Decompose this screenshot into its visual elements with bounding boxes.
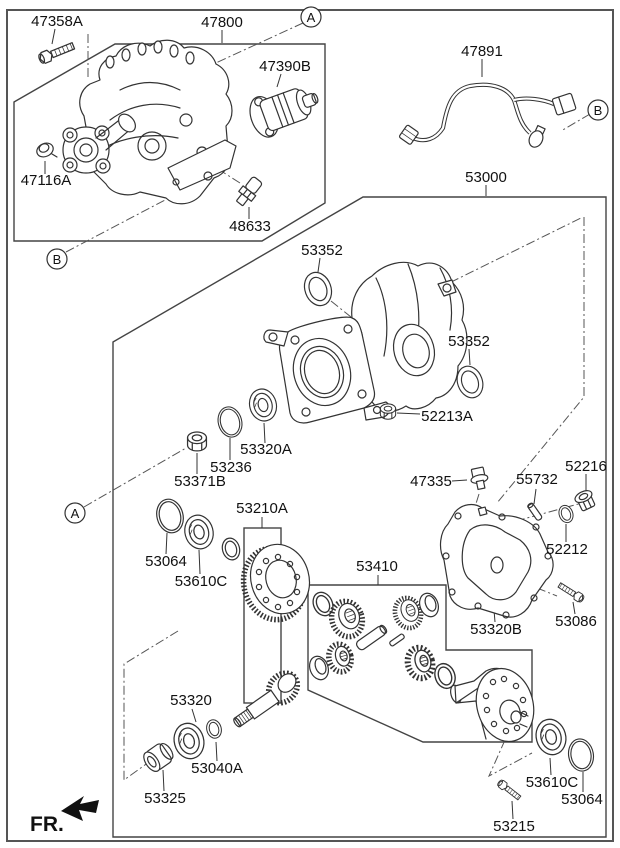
view-ref-b-left: B bbox=[53, 252, 62, 267]
bearing-53610C-left-drawing bbox=[180, 511, 218, 553]
part-label-53236: 53236 bbox=[210, 459, 252, 476]
part-label-55732: 55732 bbox=[516, 471, 558, 488]
part-label-47335: 47335 bbox=[410, 473, 452, 490]
cover-53320B-drawing bbox=[439, 503, 554, 619]
transfer-case-drawing bbox=[62, 39, 237, 205]
part-labels: 47358A 47800 47390B 47116A 48633 47891 5… bbox=[21, 13, 607, 835]
part-label-53064-left: 53064 bbox=[145, 553, 187, 570]
output-flange bbox=[62, 113, 136, 174]
view-ref-b-right: B bbox=[594, 103, 603, 118]
bolt-47358A-drawing bbox=[36, 39, 77, 66]
ring-gear-53210A-drawing bbox=[240, 543, 311, 623]
part-label-53325: 53325 bbox=[144, 790, 186, 807]
part-label-53610C-left: 53610C bbox=[175, 573, 228, 590]
seal-53352-upper-drawing bbox=[299, 267, 337, 311]
differential-case-drawing bbox=[450, 667, 535, 743]
ring-53040A-drawing bbox=[204, 717, 224, 741]
pin-55732-drawing bbox=[526, 501, 544, 522]
fr-label: FR. bbox=[30, 813, 64, 836]
view-references: A B B A bbox=[46, 6, 609, 524]
bolt-53215-drawing bbox=[495, 778, 523, 802]
part-label-53320B: 53320B bbox=[470, 621, 522, 638]
part-label-53371B: 53371B bbox=[174, 473, 226, 490]
sensor-48633-drawing bbox=[236, 176, 263, 207]
box-carrier-assembly-53000 bbox=[112, 196, 607, 838]
breather-plug-47335-drawing bbox=[470, 466, 489, 491]
collar-53325-drawing bbox=[143, 743, 174, 772]
part-label-53352-upper: 53352 bbox=[301, 242, 343, 259]
plug-52216-drawing bbox=[574, 490, 596, 512]
part-label-52213A: 52213A bbox=[421, 408, 473, 425]
fr-direction-arrow-icon bbox=[61, 796, 99, 821]
part-label-53086: 53086 bbox=[555, 613, 597, 630]
bearing-53320A-drawing bbox=[245, 385, 281, 425]
spacer-53236-drawing bbox=[214, 403, 246, 441]
mount-studs bbox=[105, 40, 195, 69]
bearing-53610C-right-drawing bbox=[531, 715, 571, 759]
bolt-53086-drawing bbox=[556, 580, 586, 604]
part-label-53610C-right: 53610C bbox=[526, 774, 579, 791]
part-label-53064-right: 53064 bbox=[561, 791, 603, 808]
part-label-53000: 53000 bbox=[465, 169, 507, 186]
nut-53371B-drawing bbox=[186, 431, 208, 452]
view-ref-a-left: A bbox=[71, 506, 80, 521]
part-label-53320A: 53320A bbox=[240, 441, 292, 458]
view-ref-a-top: A bbox=[307, 10, 316, 25]
part-label-48633: 48633 bbox=[229, 218, 271, 235]
part-label-53320: 53320 bbox=[170, 692, 212, 709]
snap-ring-53064-left-drawing bbox=[152, 495, 188, 537]
bolt-47116A-drawing bbox=[36, 142, 58, 158]
part-label-52216: 52216 bbox=[565, 458, 607, 475]
part-label-47800: 47800 bbox=[201, 14, 243, 31]
snap-ring-53064-right-drawing bbox=[565, 736, 597, 774]
fr-direction: FR. bbox=[30, 796, 99, 836]
spacer-ring-drawing bbox=[219, 535, 243, 563]
part-label-47116A: 47116A bbox=[21, 172, 72, 189]
part-label-47358A: 47358A bbox=[31, 13, 83, 30]
part-label-52212: 52212 bbox=[546, 541, 588, 558]
part-label-53215: 53215 bbox=[493, 818, 535, 835]
part-label-47390B: 47390B bbox=[259, 58, 311, 75]
carrier-housing-drawing bbox=[263, 261, 468, 424]
part-label-53040A: 53040A bbox=[191, 760, 243, 777]
part-label-47891: 47891 bbox=[461, 43, 503, 60]
gasket-52212-drawing bbox=[556, 502, 576, 526]
wiring-harness-drawing bbox=[399, 82, 577, 148]
bearing-53320-drawing bbox=[169, 719, 209, 763]
gear-kit-53410-drawing bbox=[305, 588, 460, 692]
box-transfer-assembly bbox=[13, 43, 326, 242]
pinion-shaft-drawing bbox=[233, 670, 301, 728]
part-label-53210A: 53210A bbox=[236, 500, 288, 517]
actuator-motor-drawing bbox=[249, 88, 319, 138]
part-label-53410: 53410 bbox=[356, 558, 398, 575]
part-label-53352-right: 53352 bbox=[448, 333, 490, 350]
